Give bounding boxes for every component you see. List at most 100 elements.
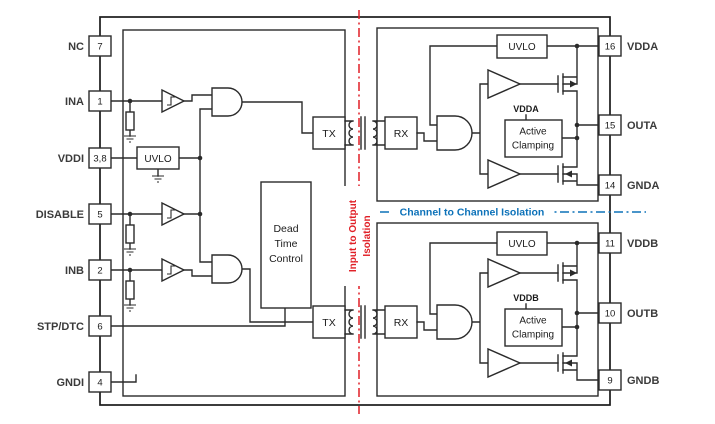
pin-outa: 15 OUTA (598, 114, 657, 136)
pin-label-outb: OUTB (627, 308, 658, 320)
pin-number-gnda: 14 (605, 181, 616, 192)
input-logic-block-outline (122, 29, 346, 397)
pin-outb: 10 OUTB (598, 302, 658, 324)
mosfet-a-low (557, 163, 572, 185)
uvlo-input-block: UVLO (136, 146, 180, 170)
pin-gndb: 9 GNDB (598, 369, 659, 391)
mosfet-a-high (557, 73, 577, 95)
vddb-ref-label: VDDB (513, 293, 539, 303)
and-gate-channel-b-output (436, 304, 473, 340)
tx-a-block: TX (312, 116, 346, 150)
pin-inb: 2 INB (65, 259, 112, 281)
dead-time-label-2: Time (275, 238, 298, 250)
pin-ina: 1 INA (65, 90, 112, 112)
pin-label-vddi: VDDI (58, 153, 84, 165)
ina-pulldown-resistor (125, 111, 135, 131)
pin-number-inb: 2 (97, 266, 102, 277)
input-output-isolation-label: Input to Output Isolation (348, 199, 373, 272)
pin-box-vddb (598, 232, 622, 254)
driver-a-low (487, 158, 522, 190)
pin-box-nc (88, 35, 112, 57)
pin-box-ina (88, 90, 112, 112)
pin-box-vdda (598, 35, 622, 57)
and-gate-channel-a-output (436, 115, 473, 151)
active-clamp-b-label-1: Active (519, 316, 547, 327)
dead-time-label-1: Dead (273, 223, 298, 235)
inb-pulldown-resistor (125, 280, 135, 300)
junction-dots (127, 43, 580, 330)
pin-box-gndb (598, 369, 622, 391)
mosfet-b-high (557, 262, 577, 284)
active-clamp-b-block: Active Clamping (504, 308, 563, 347)
pin-number-disable: 5 (97, 210, 102, 221)
tx-b-block: TX (312, 305, 346, 339)
vdda-ref-label: VDDA (513, 104, 539, 114)
pin-vdda: 16 VDDA (598, 35, 658, 57)
active-clamp-a-label-2: Clamping (512, 141, 554, 152)
pin-box-gndi (88, 371, 112, 393)
uvlo-b-block: UVLO (496, 231, 548, 256)
pin-gndi: 4 GNDI (57, 371, 112, 393)
uvlo-a-label: UVLO (508, 42, 535, 53)
input-wires (110, 94, 314, 383)
pin-label-stp-dtc: STP/DTC (37, 321, 84, 333)
pin-box-stp-dtc (88, 315, 112, 337)
disable-buffer (161, 201, 186, 227)
driver-b-high (487, 257, 522, 289)
pin-box-inb (88, 259, 112, 281)
pin-nc: 7 NC (68, 35, 112, 57)
inb-schmitt-buffer (161, 257, 186, 283)
pin-box-outb (598, 302, 622, 324)
and-gate-channel-a-input (211, 87, 243, 117)
pin-vddb: 11 VDDB (598, 232, 658, 254)
isolation-label-mask (344, 186, 375, 286)
rx-b-label: RX (394, 317, 409, 329)
pin-label-vdda: VDDA (627, 41, 658, 53)
active-clamp-b-label-2: Clamping (512, 330, 554, 341)
rx-a-label: RX (394, 128, 409, 140)
and-gate-channel-b-input (211, 254, 243, 284)
pin-box-gnda (598, 174, 622, 196)
active-clamp-a-label-1: Active (519, 127, 547, 138)
pin-label-inb: INB (65, 265, 84, 277)
pin-stp-dtc: 6 STP/DTC (37, 315, 112, 337)
channel-a-block-outline (376, 27, 599, 202)
ground-symbols (124, 135, 164, 312)
pin-number-vddi: 3,8 (93, 154, 106, 165)
disable-pulldown-resistor (125, 224, 135, 244)
rx-a-block: RX (384, 116, 418, 150)
pin-box-disable (88, 203, 112, 225)
pin-number-stp-dtc: 6 (97, 322, 102, 333)
mosfet-b-low (557, 352, 572, 374)
pin-number-ina: 1 (97, 97, 102, 108)
uvlo-a-block: UVLO (496, 34, 548, 59)
pin-label-ina: INA (65, 96, 84, 108)
svg-text:Isolation: Isolation (362, 215, 373, 256)
tx-b-label: TX (322, 317, 335, 329)
dead-time-control-block: Dead Time Control (260, 181, 312, 309)
ina-schmitt-buffer (161, 88, 186, 114)
pin-number-outa: 15 (605, 121, 616, 132)
pin-label-gndi: GNDI (57, 377, 85, 389)
active-clamp-a-block: Active Clamping (504, 119, 563, 158)
pin-label-vddb: VDDB (627, 238, 658, 250)
rx-b-block: RX (384, 305, 418, 339)
tx-a-label: TX (322, 128, 335, 140)
pin-number-gndb: 9 (607, 376, 612, 387)
transformer-a (344, 116, 386, 150)
channel-isolation-mask (391, 204, 554, 220)
pin-number-nc: 7 (97, 42, 102, 53)
svg-text:Input to Output: Input to Output (348, 199, 359, 272)
pin-number-vdda: 16 (605, 42, 616, 53)
uvlo-input-label: UVLO (144, 154, 171, 165)
driver-b-low (487, 347, 522, 379)
pin-number-outb: 10 (605, 309, 616, 320)
pin-vddi: 3,8 VDDI (58, 147, 112, 169)
pin-label-gndb: GNDB (627, 375, 659, 387)
driver-a-high (487, 68, 522, 100)
pin-label-gnda: GNDA (627, 180, 659, 192)
transformer-b (344, 305, 386, 339)
pin-box-vddi (88, 147, 112, 169)
